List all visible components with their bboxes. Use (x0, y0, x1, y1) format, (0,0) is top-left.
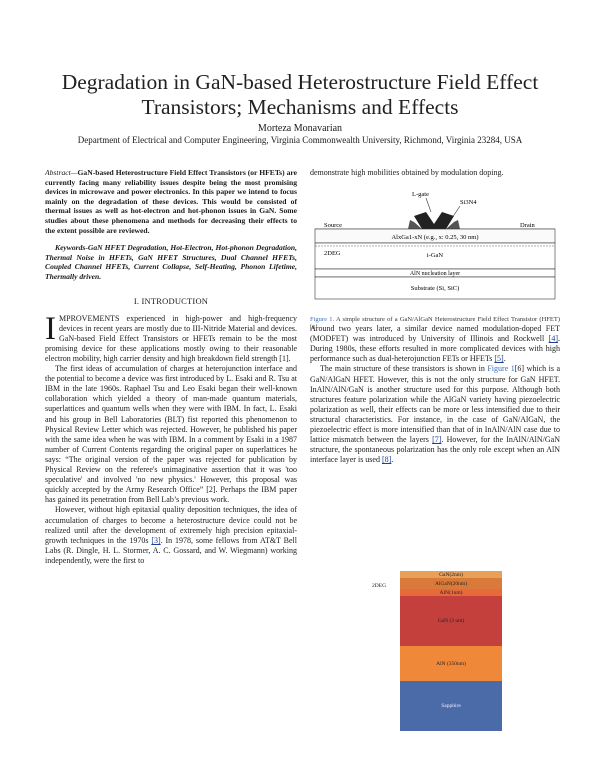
intro-paragraph-2: The first ideas of accumulation of charg… (45, 364, 297, 505)
author-name: Morteza Monavarian (257, 123, 343, 134)
figure-reference-link[interactable]: Figure 1 (487, 364, 515, 374)
fig2-2deg-label: 2DEG (372, 583, 387, 589)
citation-link[interactable]: [4] (548, 334, 558, 344)
citation-link[interactable]: [5] (494, 354, 504, 364)
layer-gan: GaN (3 um) (400, 596, 502, 646)
2deg-label: 2DEG (324, 250, 341, 257)
left-column: Abstract—GaN-based Heterostructure Field… (45, 168, 297, 566)
sin-label: Si3N4 (460, 199, 477, 206)
paper-title: Degradation in GaN-based Heterostructure… (61, 70, 539, 119)
citation-link[interactable]: [3] (151, 535, 161, 545)
abstract-text: GaN-based Heterostructure Field Effect T… (45, 168, 297, 235)
drain-label: Drain (520, 222, 536, 229)
abstract: Abstract—GaN-based Heterostructure Field… (45, 168, 297, 235)
figure-1: L-gate Si3N4 Source Drain AlxGa1-xN (e.g… (310, 184, 560, 331)
layer-algan: AlGaN(20nm) (400, 578, 502, 589)
layer-sapphire: Sapphire (400, 681, 502, 731)
drop-cap: I (45, 310, 56, 347)
figure-2-layer-stack: 2DEG GaN(2nm) AlGaN(20nm) AlN(1nm) GaN (… (372, 571, 502, 743)
substrate-label: Substrate (Si, SiC) (411, 285, 460, 292)
aln-label: AlN nucleation layer (410, 271, 460, 277)
right-paragraph-1: Around two years later, a similar device… (310, 324, 560, 364)
abstract-lead: Abstract— (45, 168, 78, 177)
hfet-structure-diagram: L-gate Si3N4 Source Drain AlxGa1-xN (e.g… (314, 191, 556, 300)
source-label: Source (324, 222, 342, 229)
citation-link[interactable]: [7] (432, 435, 442, 445)
keywords: Keywords-GaN HFET Degradation, Hot-Elect… (45, 243, 297, 281)
author-affiliation: Department of Electrical and Computer En… (77, 135, 523, 145)
layer-aln: AlN (350nm) (400, 646, 502, 681)
right-paragraph-2: The main structure of these transistors … (310, 364, 561, 465)
figure-1-caption: Figure 1. A simple structure of a GaN/Al… (310, 316, 560, 332)
igan-label: i-GaN (427, 252, 444, 259)
layer-gan-cap: GaN(2nm) (400, 571, 502, 578)
citation-link[interactable]: [8] (381, 455, 392, 465)
intro-paragraph-3: However, without high epitaxial quality … (45, 505, 298, 565)
layer-aln-thin: AlN(1nm) (400, 589, 502, 596)
continued-paragraph: demonstrate high mobilities obtained by … (310, 168, 504, 177)
algan-label: AlxGa1-xN (e.g., x: 0.25, 30 nm) (391, 234, 478, 241)
gate-label: L-gate (412, 191, 429, 198)
right-column: demonstrate high mobilities obtained by … (310, 168, 560, 465)
section-heading-introduction: I. INTRODUCTION (133, 295, 209, 306)
